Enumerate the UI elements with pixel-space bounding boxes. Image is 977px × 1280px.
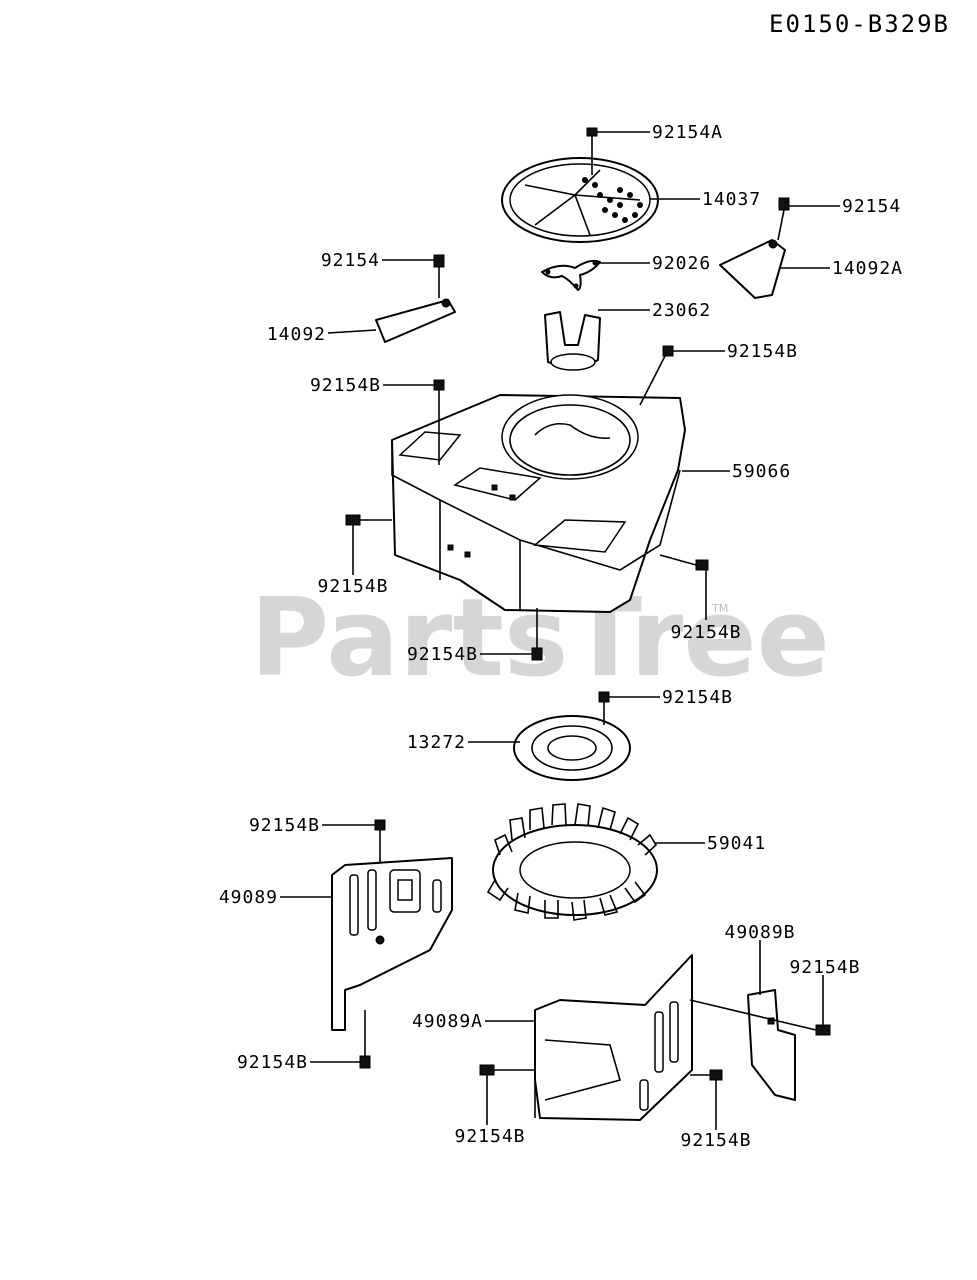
part-cover-14092[interactable] bbox=[375, 298, 456, 343]
callout-92154A[interactable]: 92154A bbox=[652, 122, 723, 143]
callout-92154B-a[interactable]: 92154B bbox=[310, 375, 381, 396]
callout-49089B[interactable]: 49089B bbox=[724, 922, 795, 943]
callout-59066[interactable]: 59066 bbox=[732, 461, 791, 482]
part-plate-92026[interactable] bbox=[541, 259, 601, 291]
callout-92154B-d[interactable]: 92154B bbox=[670, 622, 741, 643]
bolt-92154B-shroud-bottom[interactable] bbox=[359, 1010, 371, 1069]
callout-92154B-f[interactable]: 92154B bbox=[662, 687, 733, 708]
part-plate-13272[interactable] bbox=[513, 715, 631, 781]
bolt-92154-left[interactable] bbox=[433, 254, 445, 298]
callout-92154B-e[interactable]: 92154B bbox=[407, 644, 478, 665]
callout-14092[interactable]: 14092 bbox=[267, 324, 326, 345]
callouts: 92154A 14037 92154 14092A 92154 92026 14… bbox=[219, 122, 903, 1151]
callout-92154B-i[interactable]: 92154B bbox=[237, 1052, 308, 1073]
callout-49089A[interactable]: 49089A bbox=[412, 1011, 483, 1032]
bolt-92154B-housing-left[interactable] bbox=[345, 514, 392, 526]
bolt-92154B-shroudA-left[interactable] bbox=[479, 1064, 535, 1076]
callout-92154B-j[interactable]: 92154B bbox=[454, 1126, 525, 1147]
callout-92026[interactable]: 92026 bbox=[652, 253, 711, 274]
callout-92154B-b[interactable]: 92154B bbox=[727, 341, 798, 362]
bolt-92154-right[interactable] bbox=[777, 197, 790, 241]
leader-lines bbox=[280, 131, 840, 1130]
part-bracket-23062[interactable] bbox=[544, 311, 601, 371]
part-shroud-49089A[interactable] bbox=[534, 954, 693, 1121]
watermark-trademark: TM bbox=[711, 602, 728, 615]
bolt-92154B-shroud-top[interactable] bbox=[374, 819, 386, 862]
callout-92154-left[interactable]: 92154 bbox=[321, 250, 380, 271]
callout-92154B-k[interactable]: 92154B bbox=[680, 1130, 751, 1151]
bolt-92154B-shroudA-right[interactable] bbox=[690, 1069, 723, 1081]
bolt-92154B-housing-top-right[interactable] bbox=[639, 345, 674, 406]
part-screen-14037[interactable] bbox=[501, 157, 659, 243]
diagram-code: E0150-B329B bbox=[769, 10, 950, 38]
callout-14037[interactable]: 14037 bbox=[702, 189, 761, 210]
callout-59041[interactable]: 59041 bbox=[707, 833, 766, 854]
part-fan-59041[interactable] bbox=[486, 803, 658, 921]
bolt-92154B-housing-right[interactable] bbox=[659, 554, 709, 571]
callout-92154-right[interactable]: 92154 bbox=[842, 196, 901, 217]
callout-49089[interactable]: 49089 bbox=[219, 887, 278, 908]
part-plate-49089B[interactable] bbox=[747, 989, 796, 1101]
callout-23062[interactable]: 23062 bbox=[652, 300, 711, 321]
part-shroud-49089[interactable] bbox=[331, 857, 453, 1031]
callout-92154B-g[interactable]: 92154B bbox=[249, 815, 320, 836]
part-cover-14092A[interactable] bbox=[719, 239, 786, 299]
part-fan-housing-59066[interactable] bbox=[391, 394, 686, 613]
callout-92154B-h[interactable]: 92154B bbox=[789, 957, 860, 978]
callout-13272[interactable]: 13272 bbox=[407, 732, 466, 753]
callout-14092A[interactable]: 14092A bbox=[832, 258, 903, 279]
callout-92154B-c[interactable]: 92154B bbox=[317, 576, 388, 597]
